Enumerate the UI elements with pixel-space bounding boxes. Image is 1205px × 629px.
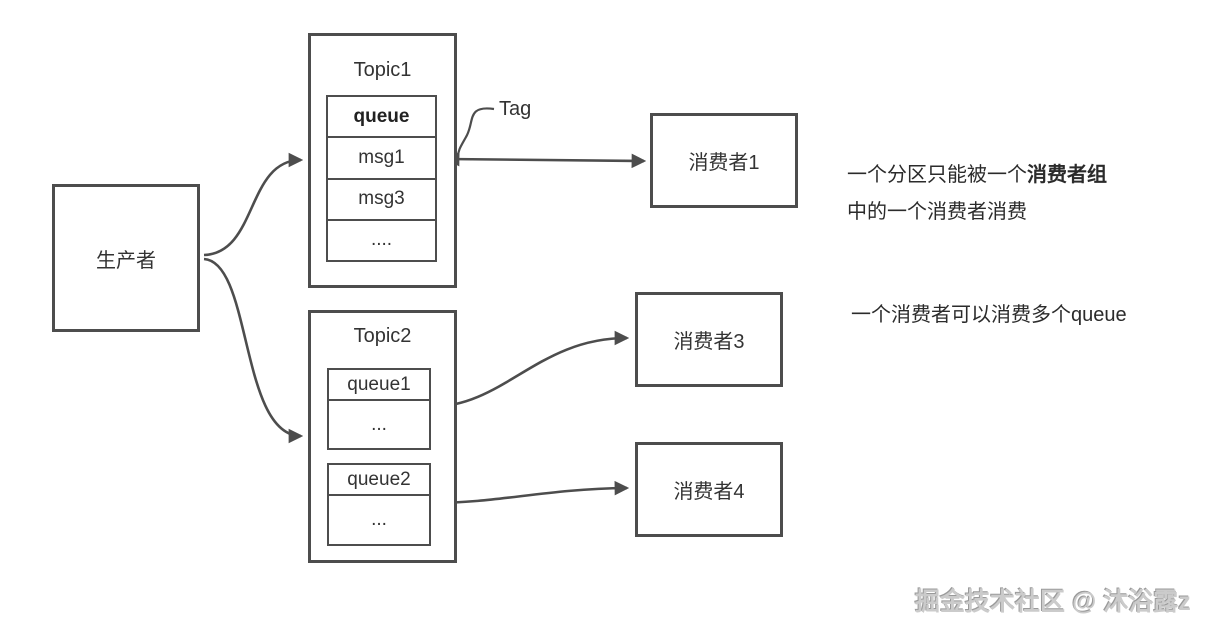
watermark-text: 掘金技术社区 @ 沐浴露z (915, 588, 1191, 616)
tag-label: Tag (499, 98, 532, 120)
consumer4-box: 消费者4 (635, 442, 783, 537)
consumer3-box: 消费者3 (635, 292, 783, 387)
note1-line2: 中的一个消费者消费 (847, 201, 1027, 223)
consumer1-label: 消费者1 (688, 152, 760, 174)
queue1-header: queue1 (329, 370, 429, 401)
queue1-body-ellipsis: ... (371, 413, 387, 435)
arrow-producer-to-topic1 (203, 152, 304, 257)
producer-label: 生产者 (96, 249, 156, 272)
queue2-body-ellipsis: ... (371, 509, 387, 530)
consumer4-label: 消费者4 (673, 481, 745, 503)
queue2-header: queue2 (329, 465, 429, 496)
topic2-queue1-block: queue1 ... (327, 368, 431, 450)
topic1-row-msg3: msg3 (328, 180, 435, 221)
producer-box: 生产者 (52, 184, 200, 332)
note-consumer-multi-queue: 一个消费者可以消费多个queue (851, 297, 1127, 334)
note1-prefix: 一个分区只能被一个 (847, 164, 1027, 186)
topic1-row-queue: queue (328, 97, 435, 139)
topic2-queue2-block: queue2 ... (327, 463, 431, 546)
arrow-queue1-to-consumer3 (430, 330, 630, 409)
consumer3-label: 消费者3 (673, 331, 745, 353)
note-partition-consumer-group: 一个分区只能被一个消费者组 中的一个消费者消费 (847, 157, 1107, 231)
tag-leader-line (456, 107, 495, 158)
consumer1-box: 消费者1 (650, 113, 798, 208)
arrow-topic1-consumer1-bidirectional (444, 151, 647, 169)
topic1-row-ellipsis: .... (370, 229, 393, 251)
topic2-title: Topic2 (353, 325, 412, 347)
arrow-producer-to-topic2 (203, 257, 304, 444)
topic1-title: Topic1 (353, 59, 412, 81)
note1-bold: 消费者组 (1027, 164, 1107, 186)
arrow-queue2-to-consumer4 (430, 480, 630, 505)
topic1-queue-table: queue msg1 msg3 .... (326, 95, 437, 262)
topic1-row-msg1: msg1 (328, 138, 435, 180)
note2-text: 一个消费者可以消费多个queue (851, 304, 1127, 326)
